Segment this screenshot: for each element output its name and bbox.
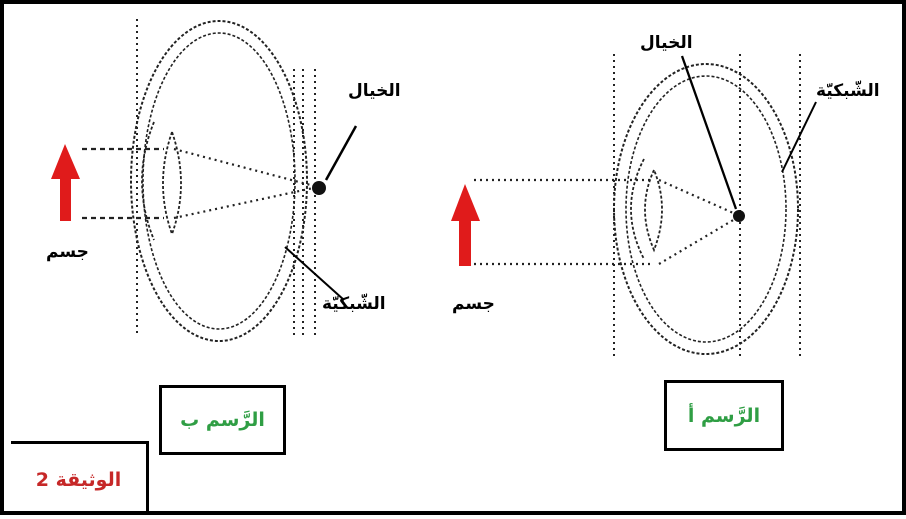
- refracted-ray: [658, 215, 741, 265]
- image-label: الخيال: [348, 81, 401, 101]
- eyeball-outer: [613, 63, 799, 355]
- image-point: [312, 181, 326, 195]
- refracted-ray: [658, 178, 741, 218]
- retina-label: الشّبكيّة: [816, 81, 880, 101]
- image-pointer: [680, 55, 738, 210]
- object-label: جسم: [46, 242, 89, 262]
- eyeball-inner: [142, 32, 296, 330]
- image-pointer: [324, 125, 358, 181]
- image-label: الخيال: [640, 33, 693, 53]
- retina-pointer: [284, 246, 345, 301]
- object-label: جسم: [452, 294, 495, 314]
- eyeball-outer: [130, 20, 308, 342]
- retina-pointer: [781, 101, 817, 173]
- document-label-box: الوثيقة 2: [11, 441, 149, 515]
- object-arrow: [451, 184, 480, 266]
- retina-label: الشّبكيّة: [322, 294, 386, 314]
- image-point: [733, 210, 745, 222]
- caption-box-b: الرَّسم ب: [159, 385, 286, 455]
- eyeball-inner: [625, 75, 787, 343]
- figure-a: [451, 54, 817, 356]
- refracted-ray: [173, 185, 319, 220]
- caption-b: الرَّسم ب: [180, 409, 265, 431]
- figure-b: [51, 19, 358, 342]
- lens: [162, 129, 182, 237]
- cornea: [630, 158, 645, 260]
- refracted-ray: [173, 147, 319, 189]
- cornea: [141, 121, 155, 241]
- caption-box-a: الرَّسم أ: [664, 380, 784, 451]
- object-arrow: [51, 144, 80, 221]
- caption-a: الرَّسم أ: [687, 404, 761, 427]
- document-label: الوثيقة 2: [35, 468, 122, 491]
- lens: [644, 167, 663, 253]
- eye-diagrams: [51, 19, 817, 356]
